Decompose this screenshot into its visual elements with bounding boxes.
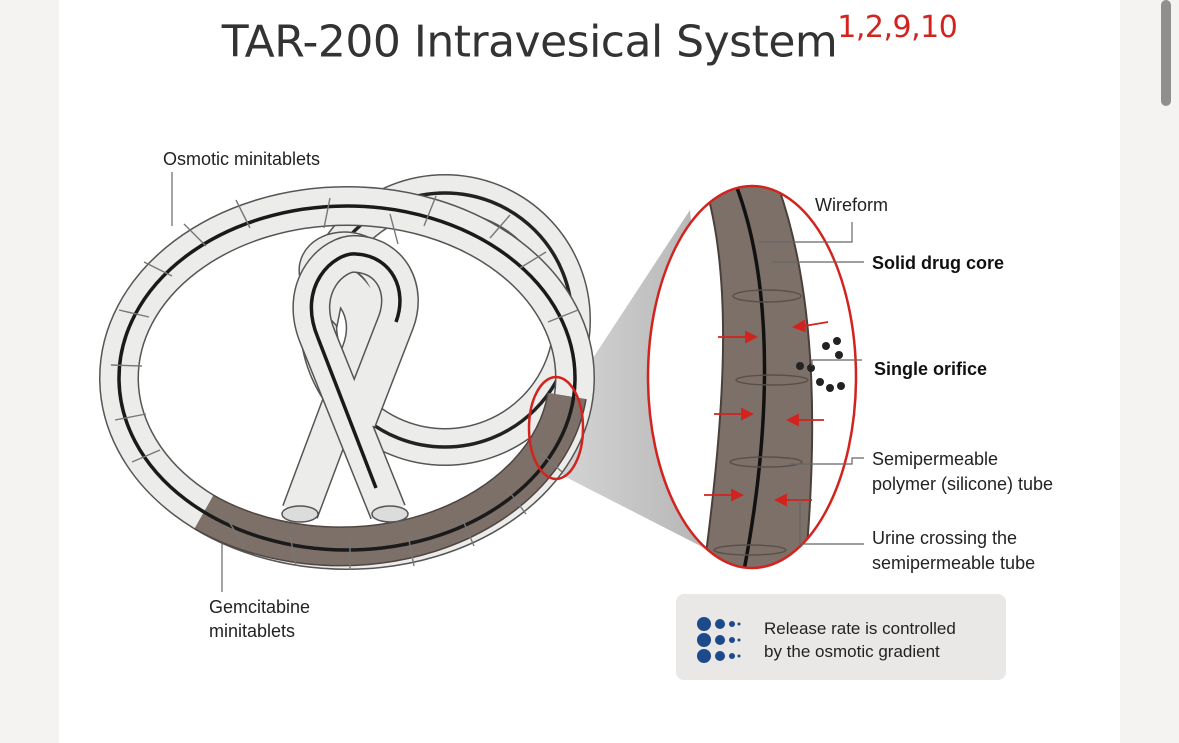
inner-loop (281, 231, 419, 523)
label-urine-line2: semipermeable tube (872, 553, 1035, 573)
title-references: 1,2,9,10 (837, 10, 958, 45)
legend-box: Release rate is controlled by the osmoti… (676, 594, 1006, 680)
device-coil (99, 172, 595, 592)
legend-line-2: by the osmotic gradient (764, 642, 940, 661)
main-ring (99, 186, 595, 570)
legend-line-1: Release rate is controlled (764, 619, 956, 638)
label-urine-line1: Urine crossing the (872, 528, 1017, 548)
urine-arrows (704, 319, 829, 507)
page-title: TAR-200 Intravesical System1,2,9,10 (0, 10, 1179, 68)
legend-text: Release rate is controlled by the osmoti… (764, 617, 994, 663)
label-gemcitabine-line1: Gemcitabine (209, 597, 310, 617)
callout-leaders (758, 222, 864, 545)
osmotic-gradient-icon (697, 617, 741, 663)
zoom-lens (646, 184, 864, 570)
label-single-orifice: Single orifice (874, 359, 987, 379)
label-gemcitabine-line2: minitablets (209, 621, 295, 641)
released-drug-dots (796, 337, 845, 392)
label-osmotic-minitablets: Osmotic minitablets (163, 149, 320, 169)
zoom-highlight (527, 375, 585, 481)
label-semipermeable-line2: polymer (silicone) tube (872, 474, 1053, 494)
label-wireform: Wireform (815, 195, 888, 215)
minitablet-segments (110, 195, 579, 570)
label-semipermeable-line1: Semipermeable (872, 449, 998, 469)
title-text: TAR-200 Intravesical System (221, 16, 838, 68)
scrollbar-thumb[interactable] (1161, 0, 1171, 106)
label-solid-drug-core: Solid drug core (872, 253, 1004, 273)
